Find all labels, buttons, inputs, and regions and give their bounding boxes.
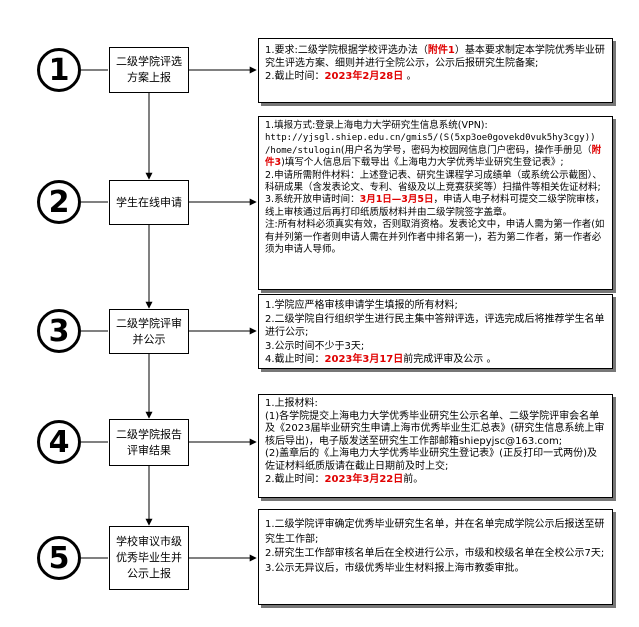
step-5-title: 学校审议市级优秀毕业生并公示上报 (109, 526, 189, 590)
step-4-detail-line-3: 2.截止时间：2023年3月22日前。 (265, 473, 424, 485)
step-5-number: 5 (37, 536, 81, 580)
step-4-title: 二级学院报告评审结果 (109, 419, 189, 466)
step-2-title: 学生在线申请 (109, 180, 189, 225)
step-2-detail-line-2: /home/stulogin(用户名为学号，密码为校园网信息门户密码，操作手册见… (265, 144, 602, 169)
step-5-detail-line-1: 1.二级学院评审确定优秀毕业研究生名单，并在名单完成学院公示后报送至研究生工作部… (265, 519, 605, 545)
step-3-detail-line-2: 2.二级学院自行组织学生进行民主集中答辩评选，评选完成后将推荐学生名单进行公示; (265, 313, 605, 339)
step-1-title: 二级学院评选方案上报 (109, 47, 189, 93)
step-5-detail-line-2: 2.研究生工作部审核名单后在全校进行公示，市级和校级名单在全校公示7天; (265, 548, 605, 559)
step-4-detail-line-1: (1)各学院提交上海电力大学优秀毕业研究生公示名单、二级学院评审会名单及《202… (265, 410, 605, 447)
step-3-number: 3 (37, 309, 81, 353)
step-2-detail-line-3: 2.申请所需附件材料：上述登记表、研究生课程学习成绩单（或系统公示截图）、科研成… (265, 169, 602, 194)
step-5-detail: 1.二级学院评审确定优秀毕业研究生名单，并在名单完成学院公示后报送至研究生工作部… (258, 509, 613, 605)
step-3-detail-line-3: 3.公示时间不少于3天; (265, 340, 365, 352)
step-1-detail-line-2: 2.截止时间：2023年2月28日 。 (265, 71, 417, 82)
step-2-detail: 1.填报方式:登录上海电力大学研究生信息系统(VPN): http://yjsg… (258, 116, 613, 290)
step-3-detail-line-1: 1.学院应严格审核申请学生填报的所有材料; (265, 300, 458, 311)
step-1-detail: 1.要求:二级学院根据学校评选办法（附件1）基本要求制定本学院优秀毕业研究生评选… (258, 38, 613, 103)
step-4-detail-line-2: (2)盖章后的《上海电力大学优秀毕业研究生登记表》(正反打印一式两份)及佐证材料… (265, 448, 597, 472)
step-2-system-url[interactable]: http://yjsgl.shiep.edu.cn/gmis5/(S(5xp3o… (265, 133, 596, 144)
step-1-number: 1 (37, 48, 81, 92)
step-2-number: 2 (37, 180, 81, 224)
step-3-detail: 1.学院应严格审核申请学生填报的所有材料; 2.二级学院自行组织学生进行民主集中… (258, 294, 613, 369)
step-4-number: 4 (37, 420, 81, 464)
step-4-detail-line-0: 1.上报材料: (265, 398, 318, 409)
step-5-detail-line-3: 3.公示无异议后，市级优秀毕业生材料报上海市教委审批。 (265, 562, 525, 574)
step-2-detail-line-4: 3.系统开放申请时间：3月1日—3月5日，申请人电子材料可提交二级学院审核，线上… (265, 194, 605, 218)
step-3-title: 二级学院评审并公示 (109, 309, 189, 354)
step-2-note: 注:所有材料必须真实有效，否则取消资格。发表论文中，申请人需为第一作者(如有并列… (265, 219, 605, 256)
step-3-detail-line-4: 4.截止时间：2023年3月17日前完成评审及公示 。 (265, 354, 497, 365)
step-2-detail-line-1: 1.填报方式:登录上海电力大学研究生信息系统(VPN): (265, 120, 488, 131)
step-1-detail-line-1: 1.要求:二级学院根据学校评选办法（附件1）基本要求制定本学院优秀毕业研究生评选… (265, 45, 605, 69)
step-4-detail: 1.上报材料: (1)各学院提交上海电力大学优秀毕业研究生公示名单、二级学院评审… (258, 394, 613, 498)
